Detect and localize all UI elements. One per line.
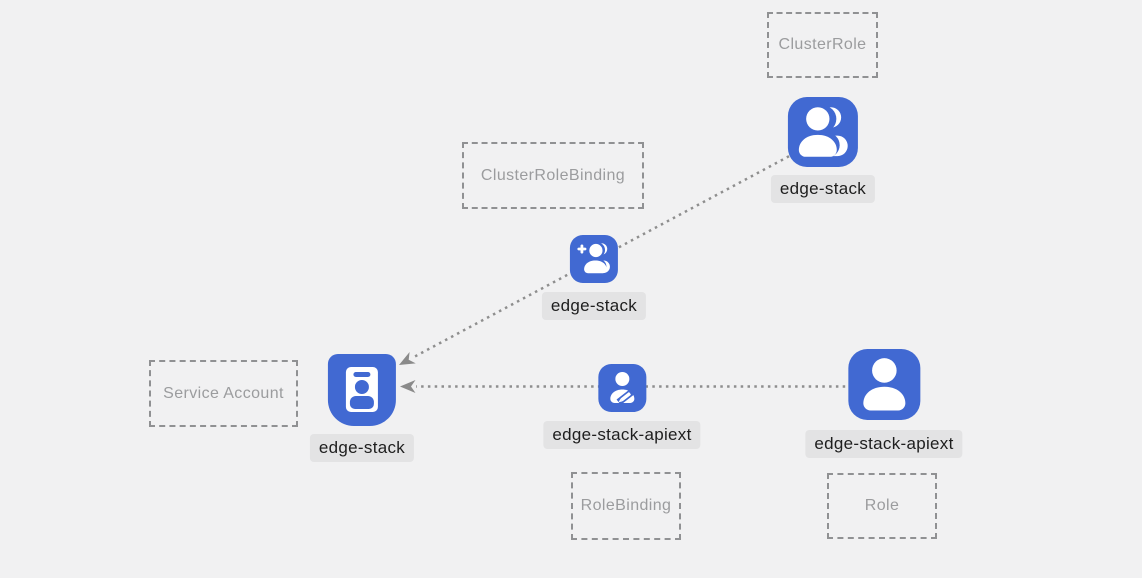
type-box-role-binding: RoleBinding xyxy=(571,472,681,540)
type-box-service-account-label: Service Account xyxy=(163,384,284,402)
id-badge-slot xyxy=(353,372,371,377)
type-box-cluster-role-label: ClusterRole xyxy=(778,36,867,53)
type-box-role-label: Role xyxy=(864,497,900,514)
type-box-cluster-role: ClusterRole xyxy=(767,12,878,78)
id-badge-body xyxy=(349,396,374,409)
node-label: edge-stack-apiext xyxy=(805,430,963,458)
id-badge-icon xyxy=(327,354,396,426)
node-cluster-role-binding-edge-stack[interactable]: edge-stack xyxy=(541,235,647,320)
arrowhead-diagonal-icon xyxy=(399,351,416,365)
node-label: edge-stack xyxy=(541,292,647,320)
type-box-role-binding-label: RoleBinding xyxy=(580,497,672,514)
user-edit-icon xyxy=(597,364,646,412)
users-icon xyxy=(787,97,858,167)
arrowhead-horizontal-icon xyxy=(400,380,416,393)
user-icon xyxy=(847,349,920,420)
user-add-icon xyxy=(569,235,618,283)
type-box-role: Role xyxy=(827,473,937,539)
node-label: edge-stack-apiext xyxy=(543,421,701,449)
type-box-cluster-role-binding-label: ClusterRoleBinding xyxy=(480,166,626,184)
node-label: edge-stack xyxy=(309,434,415,462)
node-role-edge-stack-apiext[interactable]: edge-stack-apiext xyxy=(805,349,963,458)
type-box-service-account: Service Account xyxy=(149,360,298,427)
node-role-binding-edge-stack-apiext[interactable]: edge-stack-apiext xyxy=(543,364,701,449)
node-service-account-edge-stack[interactable]: edge-stack xyxy=(309,354,415,462)
node-cluster-role-edge-stack[interactable]: edge-stack xyxy=(770,97,876,203)
type-box-cluster-role-binding: ClusterRoleBinding xyxy=(462,142,644,209)
connector-clusterrole-to-serviceaccount xyxy=(412,151,796,359)
id-badge-card xyxy=(345,367,378,412)
id-badge-head xyxy=(354,380,369,394)
node-label: edge-stack xyxy=(770,175,876,203)
